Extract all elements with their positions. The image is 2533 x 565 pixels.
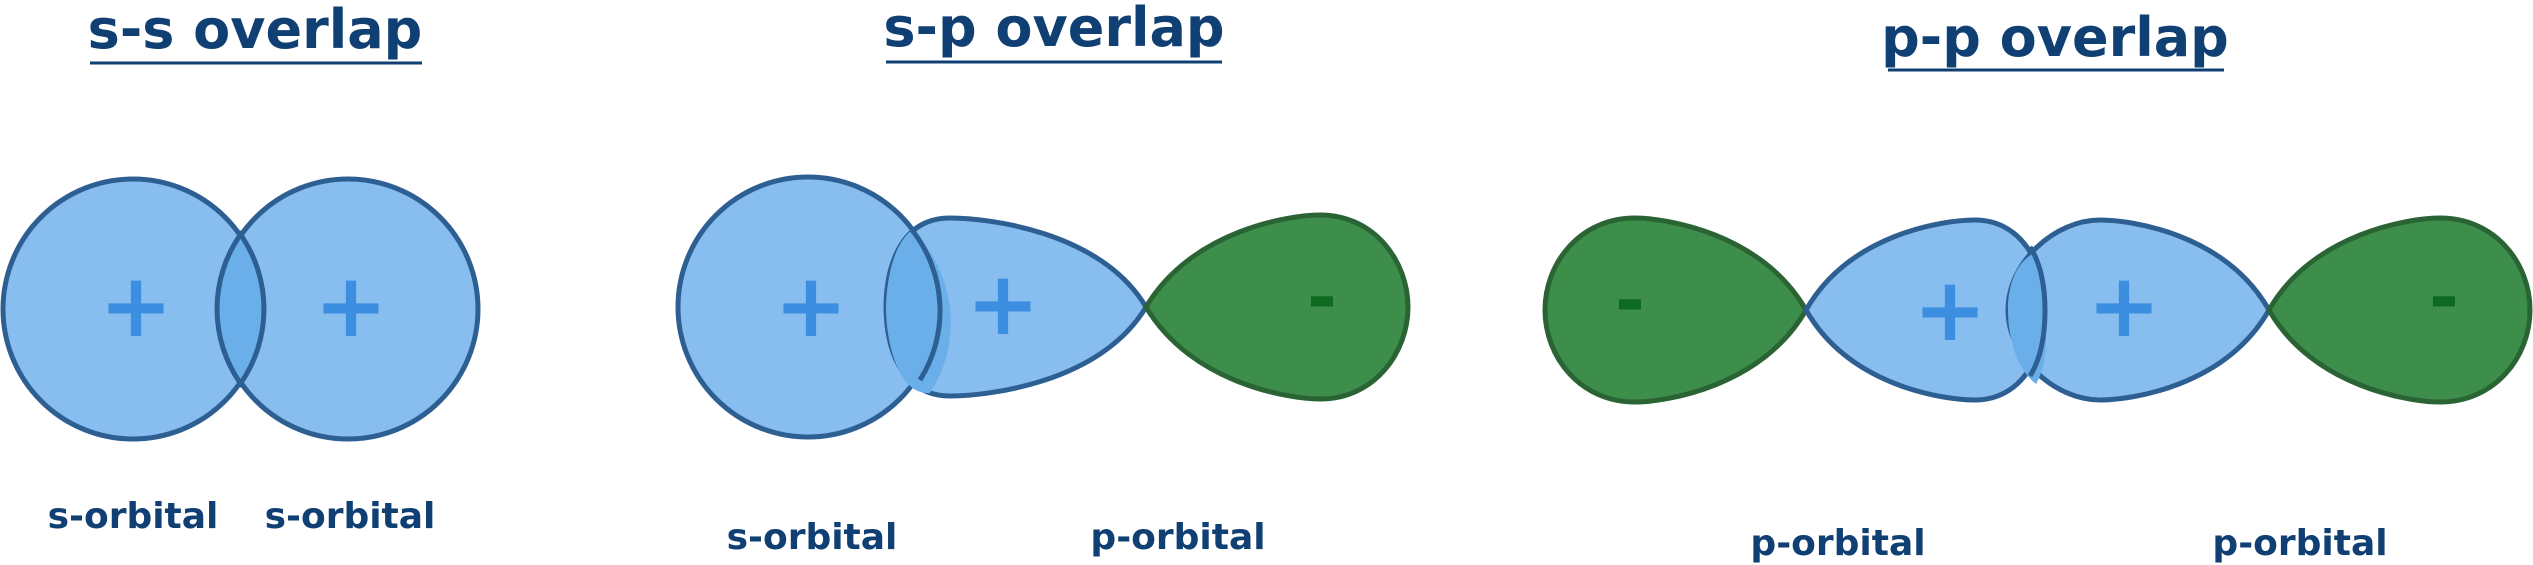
minus-sign-p: -	[1307, 255, 1337, 339]
panel-title-ss: s-s overlap	[88, 0, 423, 61]
overlap-region-pp	[2007, 253, 2046, 384]
p-orbital-1-edge	[2027, 245, 2048, 378]
plus-sign-4: +	[2087, 254, 2161, 357]
orbital-label-sp-s: s-orbital	[727, 517, 898, 558]
p-orbital-2-negative-lobe	[2266, 215, 2533, 405]
p-orbital-negative-lobe	[1143, 212, 1411, 402]
orbital-label-ss-left: s-orbital	[48, 496, 219, 537]
orbital-label-pp-left: p-orbital	[1750, 523, 1925, 564]
orbital-label-ss-right: s-orbital	[265, 496, 436, 537]
panel-title-pp: p-p overlap	[1881, 6, 2229, 69]
panel-ss-overlap: s-s overlap + + s-orbital s-orbital	[0, 0, 481, 537]
minus-sign-1: -	[1615, 258, 1645, 342]
plus-sign-p: +	[966, 252, 1040, 355]
panel-pp-overlap: p-p overlap - + + - p-orbital p-orbital	[1542, 6, 2533, 564]
overlap-region-ss	[214, 230, 267, 388]
plus-sign-3: +	[1913, 258, 1987, 361]
orbital-label-pp-right: p-orbital	[2212, 523, 2387, 564]
plus-sign-2: +	[314, 254, 388, 357]
s-orbital-edge	[910, 228, 943, 382]
p-orbital-1-negative-lobe	[1542, 215, 1809, 405]
plus-sign-s: +	[774, 254, 848, 357]
panel-title-sp: s-p overlap	[883, 0, 1224, 59]
orbital-label-sp-p: p-orbital	[1090, 517, 1265, 558]
plus-sign-1: +	[99, 254, 173, 357]
minus-sign-2: -	[2429, 255, 2459, 339]
panel-sp-overlap: s-p overlap + + - s-orbital p-orbital	[675, 0, 1411, 558]
